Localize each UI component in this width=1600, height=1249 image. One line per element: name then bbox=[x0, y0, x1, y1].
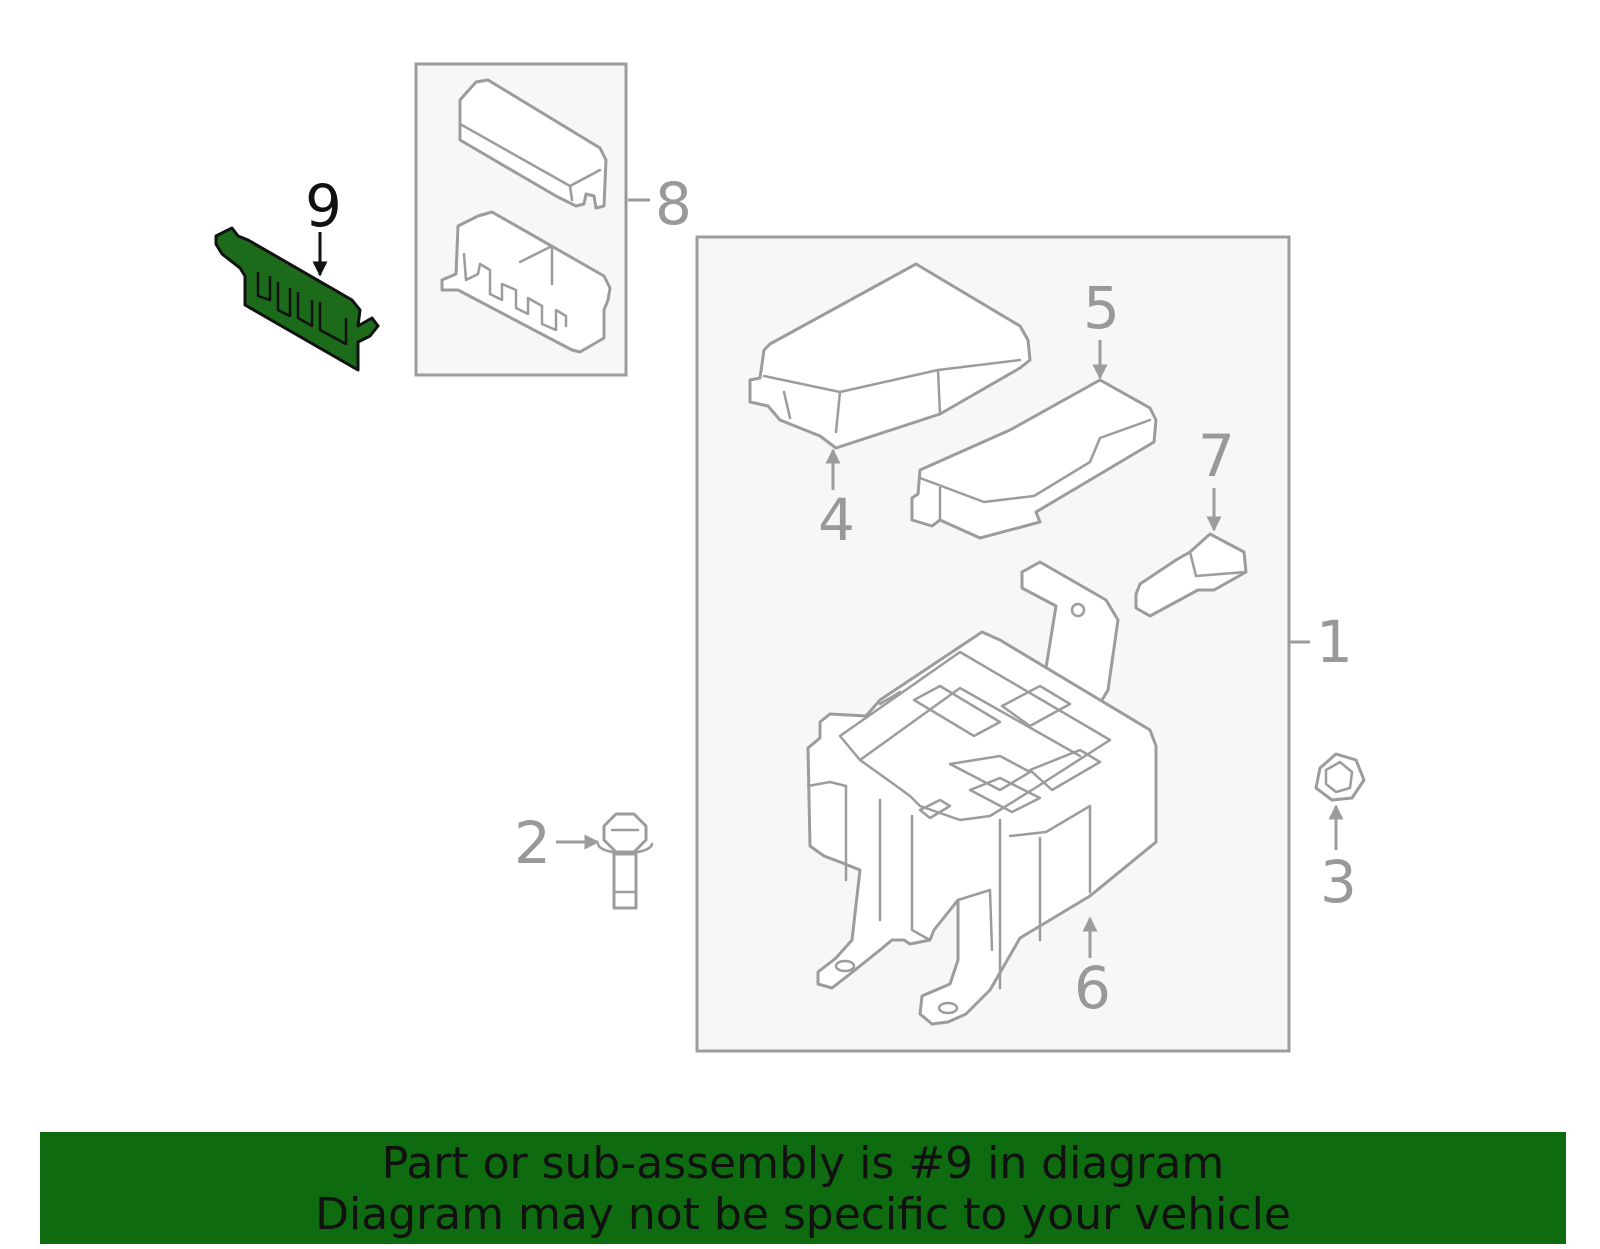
part-6-relay-box[interactable] bbox=[806, 560, 1158, 1026]
callout-7: 7 bbox=[1198, 422, 1235, 490]
callout-8: 8 bbox=[655, 170, 692, 238]
part-3-nut[interactable] bbox=[1314, 752, 1366, 802]
callout-6: 6 bbox=[1074, 954, 1111, 1022]
callout-4: 4 bbox=[818, 486, 855, 554]
info-banner: Part or sub-assembly is #9 in diagram Di… bbox=[40, 1132, 1566, 1244]
part-9-bracket[interactable] bbox=[214, 226, 380, 372]
parts-diagram: 9 8 1 4 5 7 bbox=[214, 62, 1366, 1053]
banner-line-2: Diagram may not be specific to your vehi… bbox=[315, 1189, 1291, 1240]
part-7-cap[interactable] bbox=[1134, 532, 1248, 618]
part-4-upper-cover[interactable] bbox=[748, 262, 1032, 450]
part-8-lower-cover[interactable] bbox=[440, 210, 612, 354]
part-2-bolt[interactable] bbox=[596, 812, 654, 910]
callout-9: 9 bbox=[305, 172, 342, 240]
callout-3: 3 bbox=[1320, 848, 1357, 916]
banner-line-1: Part or sub-assembly is #9 in diagram bbox=[381, 1138, 1225, 1189]
callout-5: 5 bbox=[1083, 274, 1120, 342]
callout-2: 2 bbox=[514, 809, 551, 877]
callout-1: 1 bbox=[1316, 608, 1353, 676]
part-5-cover[interactable] bbox=[910, 378, 1158, 540]
part-8-upper-cover[interactable] bbox=[458, 78, 608, 210]
